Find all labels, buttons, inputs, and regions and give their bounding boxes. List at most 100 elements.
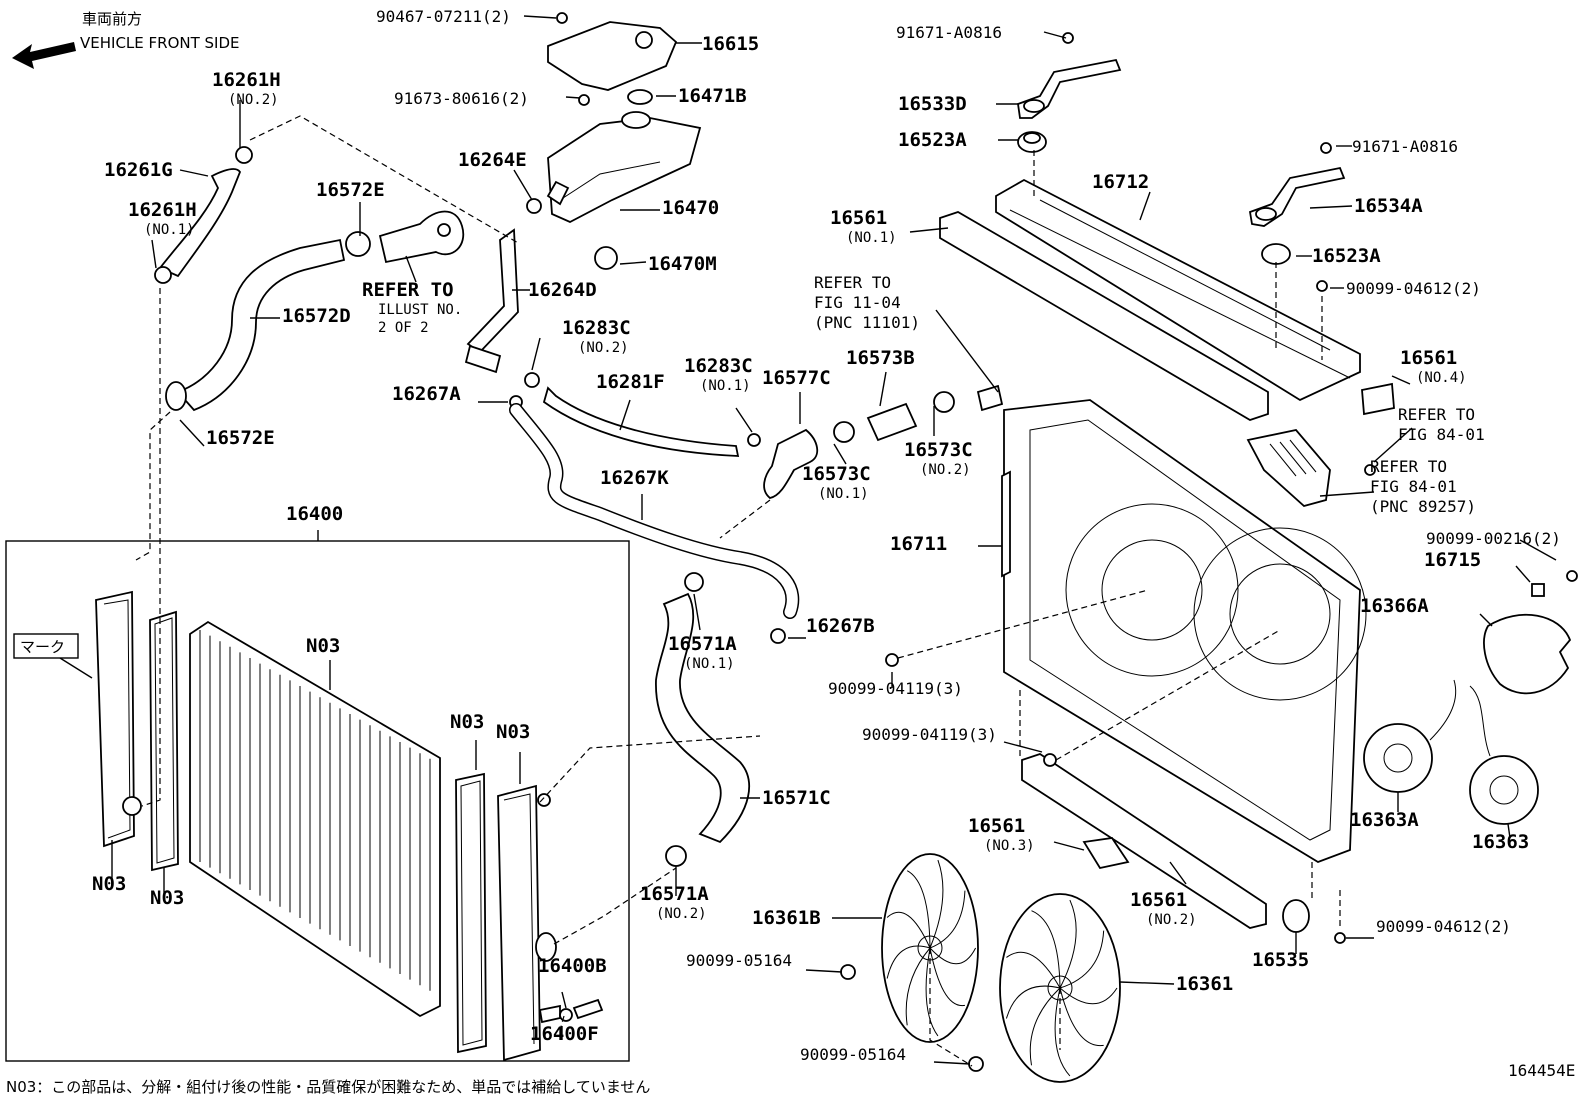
part-number-label: 90099-04612(2) bbox=[1376, 917, 1511, 936]
part-number-sublabel: (NO.1) bbox=[818, 486, 869, 502]
part-number-label: 16535 bbox=[1252, 949, 1309, 971]
radiator-core bbox=[189, 620, 441, 1018]
hose-16571C bbox=[655, 572, 750, 867]
seal-16561-no2 bbox=[1021, 753, 1267, 929]
seal-16561-no4 bbox=[1361, 382, 1395, 416]
bolt-icon bbox=[556, 12, 590, 106]
part-number-label: 16363 bbox=[1472, 831, 1529, 853]
part-number-label: 91671-A0816 bbox=[1352, 137, 1458, 156]
part-number-sublabel: (NO.2) bbox=[656, 906, 707, 922]
hose-16281F bbox=[542, 386, 761, 457]
fan-shroud-16711 bbox=[1001, 399, 1367, 863]
water-outlet-16577C bbox=[763, 384, 1004, 499]
part-number-sublabel: (NO.4) bbox=[1416, 370, 1467, 386]
radiator-gasket-left bbox=[149, 610, 179, 872]
part-number-sublabel: (PNC 11101) bbox=[814, 313, 920, 332]
reservoir-cap-16471B bbox=[627, 89, 653, 105]
connector-lines bbox=[135, 115, 1341, 1067]
fan-motor-16363A bbox=[1363, 679, 1457, 793]
water-inlet-16572E bbox=[345, 210, 465, 264]
part-number-label: N03 bbox=[306, 635, 340, 657]
part-number-sublabel: FIG 84-01 bbox=[1398, 425, 1485, 444]
part-number-label: 16363A bbox=[1350, 809, 1419, 831]
part-number-label: 16571A bbox=[668, 633, 737, 655]
part-number-label: 16523A bbox=[1312, 245, 1381, 267]
part-number-sublabel: ILLUST NO. bbox=[378, 302, 462, 318]
part-number-label: 90099-04612(2) bbox=[1346, 279, 1481, 298]
part-number-label: 16572E bbox=[316, 179, 385, 201]
fan-16361B bbox=[840, 853, 979, 1043]
radiator-gasket-right bbox=[455, 772, 487, 1054]
part-number-label: 90099-05164 bbox=[800, 1045, 906, 1064]
part-number-label: 16572E bbox=[206, 427, 275, 449]
seal-16561-no3 bbox=[1082, 837, 1130, 870]
hose-16267K bbox=[509, 403, 800, 644]
part-number-label: 16534A bbox=[1354, 195, 1423, 217]
cushion-16523A-upper bbox=[1017, 131, 1047, 153]
figure-id: 164454E bbox=[1508, 1061, 1575, 1080]
part-number-label: 16561 bbox=[1400, 347, 1457, 369]
part-number-label: 16571A bbox=[640, 883, 709, 905]
hose-16261G bbox=[154, 146, 253, 284]
reservoir-cover-16615 bbox=[547, 21, 678, 91]
part-number-label: 16283C bbox=[562, 317, 631, 339]
part-number-label: 16561 bbox=[830, 207, 887, 229]
vehicle-front-arrow-icon bbox=[12, 42, 76, 69]
part-number-label: 16573B bbox=[846, 347, 915, 369]
part-number-sublabel: (NO.3) bbox=[984, 838, 1035, 854]
part-number-label: 90099-04119(3) bbox=[862, 725, 997, 744]
part-number-sublabel: (NO.2) bbox=[1146, 912, 1197, 928]
front-label-en: VEHICLE FRONT SIDE bbox=[80, 34, 240, 52]
part-number-label: N03 bbox=[150, 887, 184, 909]
part-number-label: 16283C bbox=[684, 355, 753, 377]
part-number-label: 16711 bbox=[890, 533, 947, 555]
part-number-label: 16264E bbox=[458, 149, 527, 171]
part-number-label: 16267A bbox=[392, 383, 461, 405]
part-number-sublabel: (PNC 89257) bbox=[1370, 497, 1476, 516]
part-number-label: N03 bbox=[496, 721, 530, 743]
bracket-16533D bbox=[1017, 32, 1122, 119]
part-number-sublabel: (NO.2) bbox=[228, 92, 279, 108]
part-number-label: REFER TO bbox=[1398, 405, 1475, 424]
part-number-label: 16577C bbox=[762, 367, 831, 389]
part-number-label: 16573C bbox=[904, 439, 973, 461]
mark-label: マーク bbox=[20, 638, 65, 656]
part-number-label: 16712 bbox=[1092, 171, 1149, 193]
fan-shield-16366A bbox=[1483, 570, 1578, 695]
part-number-label: 90467-07211(2) bbox=[376, 7, 511, 26]
part-number-label: 90099-05164 bbox=[686, 951, 792, 970]
part-number-label: REFER TO bbox=[1370, 457, 1447, 476]
part-number-label: REFER TO bbox=[362, 279, 454, 301]
part-number-label: 16361B bbox=[752, 907, 821, 929]
front-label-jp: 車両前方 bbox=[82, 10, 142, 28]
part-number-label: 16264D bbox=[528, 279, 597, 301]
bracket-16534A bbox=[1248, 142, 1346, 227]
part-number-sublabel: (NO.2) bbox=[578, 340, 629, 356]
part-number-label: 16261H bbox=[212, 69, 281, 91]
part-number-label: 16561 bbox=[968, 815, 1025, 837]
part-number-sublabel: (NO.1) bbox=[144, 222, 195, 238]
radiator-right-tank bbox=[497, 784, 561, 1062]
part-number-sublabel: 2 OF 2 bbox=[378, 320, 429, 336]
part-number-sublabel: FIG 11-04 bbox=[814, 293, 901, 312]
fan-16361 bbox=[968, 893, 1121, 1083]
part-number-label: 16366A bbox=[1360, 595, 1429, 617]
part-number-label: 16267K bbox=[600, 467, 669, 489]
mark-box bbox=[13, 633, 79, 659]
part-number-label: 16573C bbox=[802, 463, 871, 485]
leader-lines bbox=[111, 15, 1557, 1065]
part-number-label: 16261H bbox=[128, 199, 197, 221]
part-number-label: 16572D bbox=[282, 305, 351, 327]
radiator-support-16712 bbox=[995, 178, 1361, 402]
part-number-label: 16400F bbox=[530, 1023, 599, 1045]
part-number-label: 16715 bbox=[1424, 549, 1481, 571]
part-number-label: 16261G bbox=[104, 159, 173, 181]
fan-relay bbox=[1246, 429, 1376, 507]
part-labels: 90467-07211(2)1661591673-80616(2)16471B1… bbox=[92, 7, 1561, 1064]
part-number-label: 91671-A0816 bbox=[896, 23, 1002, 42]
part-number-sublabel: (NO.2) bbox=[920, 462, 971, 478]
footer-note: N03：この部品は、分解・組付け後の性能・品質確保が困難なため、単品では補給して… bbox=[6, 1078, 650, 1096]
part-number-label: 90099-04119(3) bbox=[828, 679, 963, 698]
part-number-label: 16400B bbox=[538, 955, 607, 977]
